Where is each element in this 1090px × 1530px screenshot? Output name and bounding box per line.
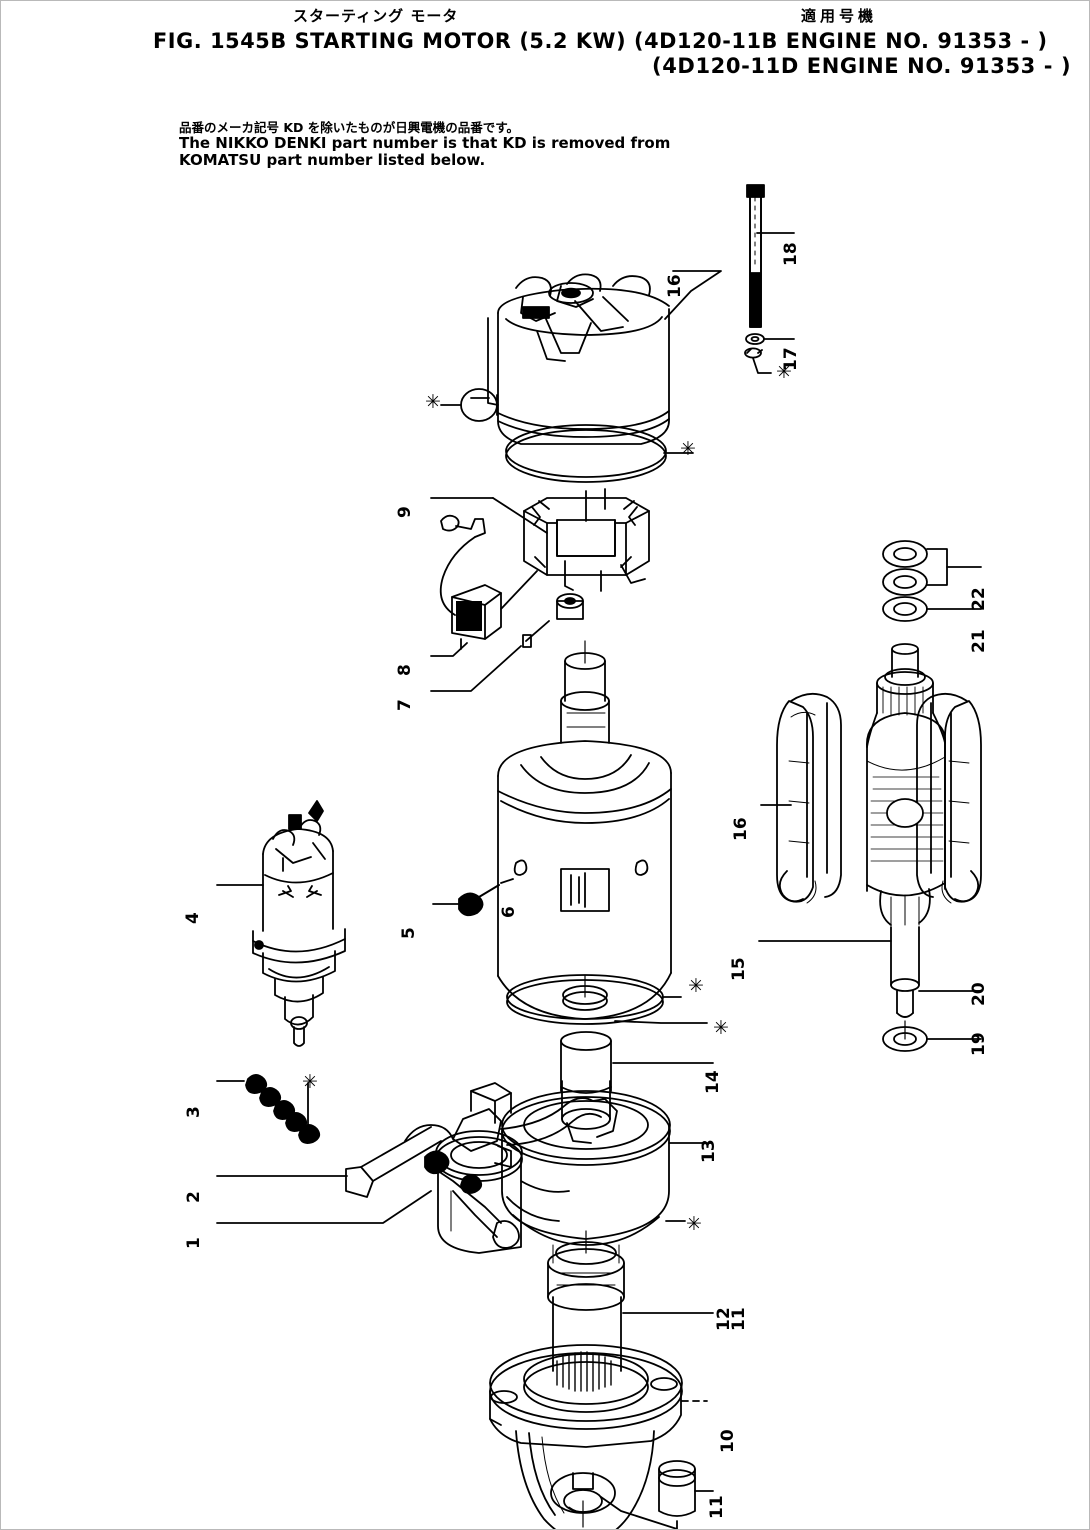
diagram-header: スターティング モータ 適用号機 FIG. 1545B STARTING MOT… xyxy=(1,1,1089,97)
leader-ast-lower2 xyxy=(614,1020,708,1024)
part-field-coil-16 xyxy=(776,692,982,904)
callout-number-16: 16 xyxy=(665,274,685,298)
asterisk-marker: ✳ xyxy=(686,1213,702,1235)
leader-7 xyxy=(430,645,522,692)
callout-number-5: 5 xyxy=(399,927,419,939)
callout-number-22: 22 xyxy=(969,587,989,611)
part-magnetic-switch-4 xyxy=(252,800,346,1047)
part-shift-lever-2 xyxy=(345,1082,618,1249)
callout-number-14: 14 xyxy=(703,1070,723,1094)
callout-number-10: 10 xyxy=(718,1429,738,1453)
leader-1 xyxy=(216,1190,432,1224)
asterisk-marker: ✳ xyxy=(425,391,441,413)
leader-ast-washer xyxy=(752,357,772,374)
leader-8 xyxy=(430,642,468,657)
part-commutator-end-cover xyxy=(487,273,670,445)
callout-number-8: 8 xyxy=(395,664,415,676)
part-oring-gasket-ast xyxy=(505,424,667,483)
callout-number-19: 19 xyxy=(969,1032,989,1056)
asterisk-marker: ✳ xyxy=(713,1017,729,1039)
part-brush-8 xyxy=(439,514,502,650)
part-yoke-field-coil-6 xyxy=(497,640,672,1020)
part-brush-holder-9 xyxy=(523,488,650,592)
callout-number-21: 21 xyxy=(969,629,989,653)
callout-number-13: 13 xyxy=(699,1139,719,1163)
note-japanese: 品番のメーカ記号 KD を除いたものが日興電機の品番です。 xyxy=(179,120,520,135)
part-spring-washer-ast xyxy=(744,347,763,359)
leader-11-to-housing xyxy=(600,1496,678,1529)
callout-number-11: 11 xyxy=(729,1307,749,1331)
leader-9-b xyxy=(492,497,548,534)
part-bushing-11 xyxy=(658,1460,696,1517)
part-washer-17 xyxy=(745,333,765,345)
figure-title-line-1: FIG. 1545B STARTING MOTOR (5.2 KW) (4D12… xyxy=(153,29,1048,53)
part-number-note: 品番のメーカ記号 KD を除いたものが日興電機の品番です。 The NIKKO … xyxy=(179,121,739,169)
callout-number-2: 2 xyxy=(184,1191,204,1203)
asterisk-marker: ✳ xyxy=(680,438,696,460)
callout-number-16: 16 xyxy=(731,817,751,841)
leader-22-bracket xyxy=(926,548,948,586)
part-washer-19 xyxy=(882,1026,928,1052)
part-thrust-washer-22 xyxy=(882,540,928,596)
callout-number-20: 20 xyxy=(969,982,989,1006)
callout-number-11: 11 xyxy=(707,1495,727,1519)
part-snap-ring-21 xyxy=(882,596,928,622)
callout-number-7: 7 xyxy=(395,699,415,711)
japanese-applicable-label: 適用号機 xyxy=(801,7,878,25)
part-terminal-bolt-5 xyxy=(458,884,500,917)
callout-number-15: 15 xyxy=(729,957,749,981)
callout-number-4: 4 xyxy=(183,912,203,924)
callout-number-9: 9 xyxy=(395,506,415,518)
note-english-line-1: The NIKKO DENKI part number is that KD i… xyxy=(179,134,671,152)
callout-number-3: 3 xyxy=(184,1106,204,1118)
part-plug-cap-ast-left xyxy=(460,388,498,422)
part-overrunning-clutch-12 xyxy=(547,1230,625,1372)
note-english-line-2: KOMATSU part number listed below. xyxy=(179,151,486,169)
japanese-title: スターティング モータ xyxy=(293,7,459,25)
leader-8-holder xyxy=(500,570,538,610)
callout-number-1: 1 xyxy=(184,1237,204,1249)
asterisk-marker: ✳ xyxy=(302,1071,318,1093)
part-drive-housing-10 xyxy=(489,1344,683,1529)
part-through-bolt-18 xyxy=(746,184,765,328)
part-armature-15 xyxy=(866,643,946,1040)
asterisk-marker: ✳ xyxy=(776,361,792,383)
figure-title-line-2: (4D120-11D ENGINE NO. 91353 - ) xyxy=(652,54,1072,78)
leader-6 xyxy=(500,878,514,884)
part-gasket-ast-lower xyxy=(506,974,664,1025)
asterisk-marker: ✳ xyxy=(688,975,704,997)
part-bearing-14 xyxy=(560,1031,612,1094)
callout-number-6: 6 xyxy=(499,906,519,918)
part-screw-7 xyxy=(522,593,584,648)
callout-number-18: 18 xyxy=(781,242,801,266)
part-center-bracket-13 xyxy=(435,1080,671,1254)
